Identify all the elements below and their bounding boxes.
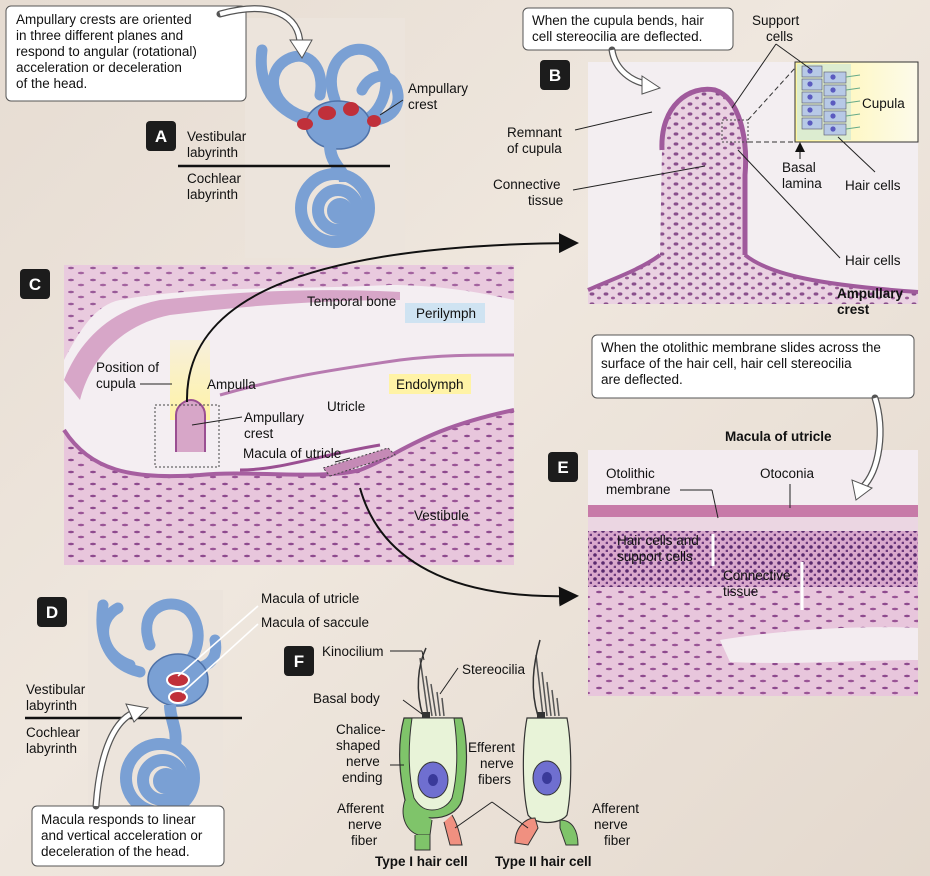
otoconia-label: Otoconia — [760, 466, 815, 481]
macula-utricle-mark — [166, 672, 190, 688]
inset-cells — [797, 64, 861, 140]
afferent-right-label: Afferent nerve fiber — [592, 801, 643, 848]
badge-b — [540, 60, 570, 90]
badge-e — [548, 452, 578, 482]
ampulla-label: Ampulla — [207, 377, 256, 392]
type2-hair-cell — [514, 639, 579, 846]
endolymph-label: Endolymph — [396, 377, 464, 392]
macula-utricle-title: Macula of utricle — [725, 429, 832, 444]
type1-label: Type I hair cell — [375, 854, 468, 869]
vestibule-tissue — [64, 410, 514, 565]
labyrinth-drawing-d — [96, 598, 222, 678]
efferent-label: Efferent nerve fibers — [468, 740, 519, 787]
connective-label-b: Connective tissue — [493, 177, 564, 208]
cochlea-a — [295, 168, 375, 248]
callout-e-text: When the otolithic membrane slides acros… — [601, 340, 885, 387]
badge-d — [37, 597, 67, 627]
vestibule-label: Vestibule — [414, 508, 469, 523]
panel-a: Ampullary crest Vestibular labyrinth Coc… — [5, 5, 472, 258]
callout-e-arrow — [860, 397, 883, 490]
utricle-label: Utricle — [327, 399, 365, 414]
type1-hair-cell — [399, 647, 468, 851]
crest-tissue — [588, 89, 918, 304]
cupula-label: Cupula — [862, 96, 905, 111]
ampullary-crest-label-c: Ampullary crest — [244, 410, 308, 441]
callout-d — [31, 805, 225, 867]
zoom-box-b — [721, 119, 749, 143]
otolithic-label: Otolithic membrane — [606, 466, 671, 497]
afferent-left-label: Afferent nerve fiber — [337, 801, 388, 848]
connective-label-e: Connective tissue — [723, 568, 794, 599]
basal-lamina-label: Basal lamina — [782, 160, 822, 191]
callout-e — [591, 334, 915, 399]
ampullary-crest-title: Ampullary crest — [837, 286, 907, 317]
macula-utricle-label-c: Macula of utricle — [243, 446, 341, 461]
callout-b — [522, 7, 734, 51]
macula-saccule-mark — [168, 690, 188, 704]
hair-cells-inset-label: Hair cells — [845, 178, 901, 193]
hair-cell-layer-b — [659, 86, 749, 255]
position-cupula-label: Position of cupula — [96, 360, 163, 391]
badge-c — [20, 269, 50, 299]
badge-e-letter: E — [557, 458, 568, 477]
callout-a — [5, 5, 247, 102]
badge-f — [284, 646, 314, 676]
badge-a-letter: A — [155, 127, 167, 146]
zoom-box-macula — [322, 447, 396, 477]
remnant-label: Remnant of cupula — [507, 125, 566, 156]
temporal-bone-label: Temporal bone — [307, 294, 396, 309]
crest-marks-a — [297, 102, 381, 130]
badge-d-letter: D — [46, 603, 58, 622]
stereocilia-label: Stereocilia — [462, 662, 526, 677]
ampullary-crest-c — [175, 398, 206, 452]
callout-d-arrow — [93, 709, 136, 807]
zoom-box-c — [154, 404, 220, 468]
callout-b-text: When the cupula bends, hair cell stereoc… — [532, 13, 708, 44]
callout-a-arrow — [219, 6, 303, 46]
kinocilium-label: Kinocilium — [322, 644, 384, 659]
perilymph-label: Perilymph — [416, 306, 476, 321]
vestibular-label-a: Vestibular labyrinth — [187, 129, 250, 160]
arrow-c-to-b — [185, 233, 579, 403]
chalice-label: Chalice- shaped nerve ending — [336, 722, 389, 785]
macula-saccule-label: Macula of saccule — [261, 615, 369, 630]
panel-c: Perilymph Endolymph Temporal bone Positi… — [20, 265, 515, 565]
hair-cell-layer-e — [588, 531, 918, 587]
callout-a-text: Ampullary crests are oriented in three d… — [16, 12, 201, 91]
cochlear-label-d: Cochlear labyrinth — [26, 725, 84, 756]
vestibular-label-d: Vestibular labyrinth — [26, 682, 89, 713]
panel-b: Cupula Support cells Remnant of cupula C… — [493, 7, 919, 317]
panel-f: F — [284, 639, 643, 869]
hair-support-label: Hair cells and support cells — [617, 533, 703, 564]
badge-a — [146, 121, 176, 151]
callout-d-text: Macula responds to linear and vertical a… — [41, 812, 206, 859]
macula-utricle-label-d: Macula of utricle — [261, 591, 359, 606]
support-cells-label: Support cells — [752, 13, 803, 44]
panel-e: Macula of utricle Otolithic membrane Oto… — [548, 334, 918, 696]
hair-cells-label-b: Hair cells — [845, 253, 901, 268]
basal-body-label: Basal body — [313, 691, 380, 706]
badge-c-letter: C — [29, 275, 41, 294]
badge-f-letter: F — [294, 652, 304, 671]
panel-d: Macula of utricle Macula of saccule Vest… — [25, 590, 369, 867]
type2-label: Type II hair cell — [495, 854, 592, 869]
badge-b-letter: B — [549, 66, 561, 85]
arrow-c-to-e — [359, 487, 579, 607]
ampullary-crest-label-a: Ampullary crest — [408, 81, 472, 112]
cochlear-label-a: Cochlear labyrinth — [187, 171, 245, 202]
